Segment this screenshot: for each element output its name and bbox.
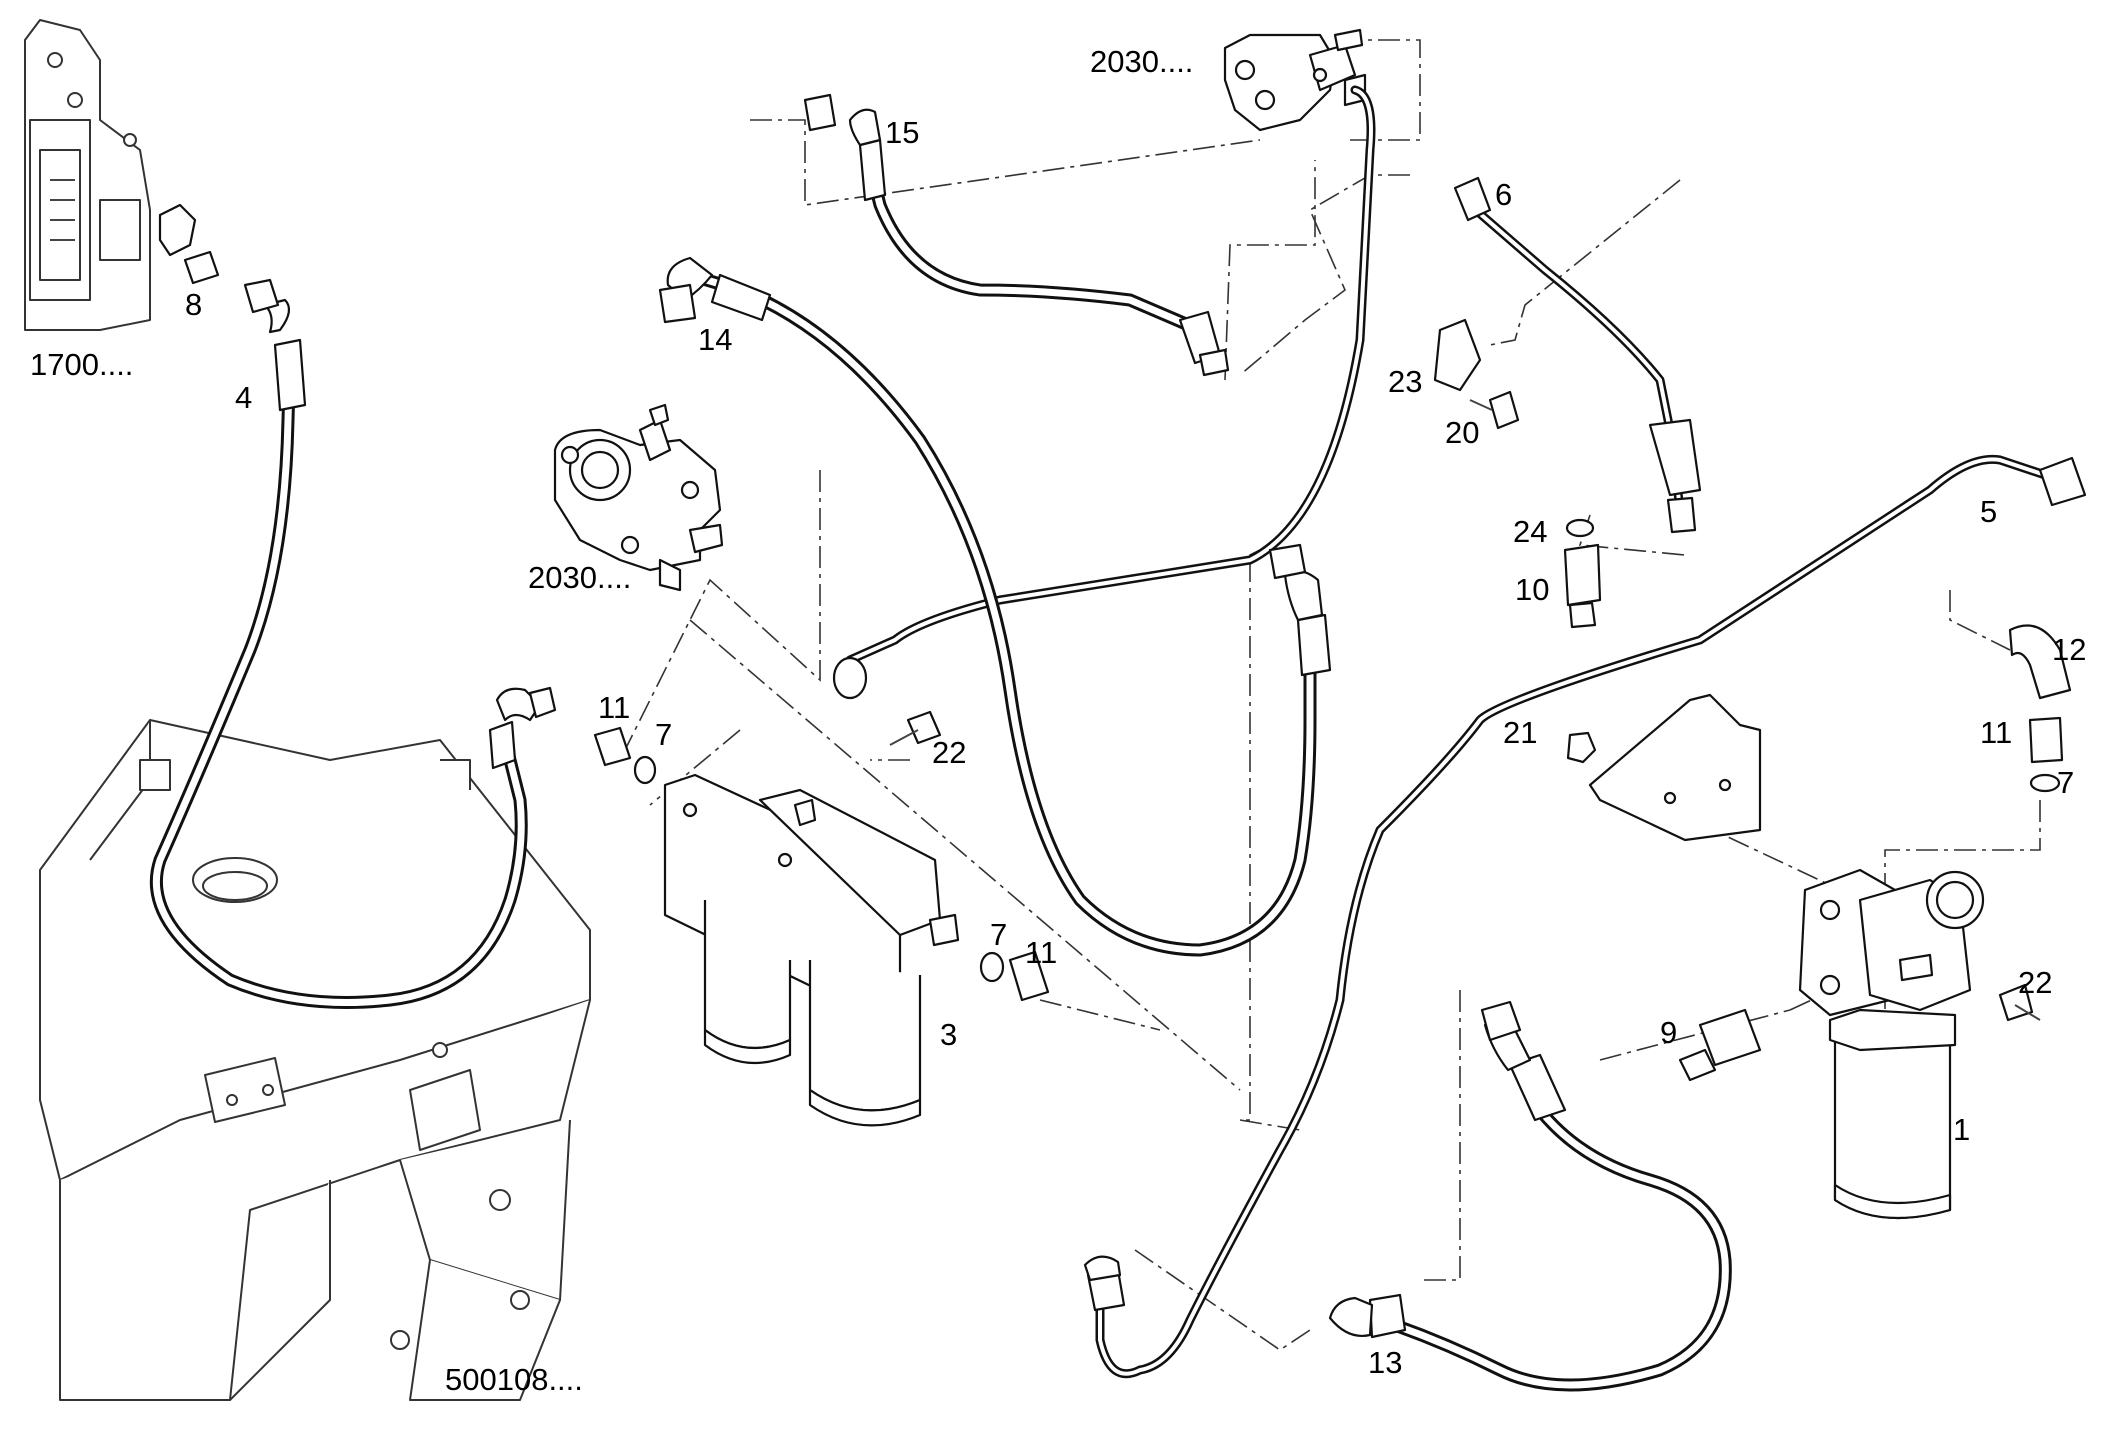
label-part-22-right: 22 (2018, 965, 2052, 1000)
label-part-11-right: 11 (1980, 715, 2012, 750)
hose-14 (658, 256, 1332, 957)
label-part-21: 21 (1503, 715, 1537, 750)
engine-component (24, 19, 197, 331)
label-part-7-left: 7 (655, 717, 672, 752)
label-part-22-middle: 22 (932, 735, 966, 770)
label-part-3: 3 (940, 1017, 957, 1052)
label-part-20: 20 (1445, 415, 1479, 450)
label-part-23: 23 (1388, 364, 1422, 399)
injection-pump-middle (553, 403, 724, 592)
label-part-11-middle: 11 (1025, 935, 1057, 970)
label-part-14: 14 (698, 322, 732, 357)
label-part-7-right: 7 (2057, 765, 2074, 800)
pipe-6 (1453, 176, 1702, 534)
callout-labels: 1700.... 2030.... 2030.... 500108.... 1 … (30, 44, 2086, 1397)
label-part-11-left: 11 (598, 690, 630, 725)
label-part-6: 6 (1495, 177, 1512, 212)
hose-4 (149, 278, 557, 1009)
label-ref-2030-middle: 2030.... (528, 560, 631, 595)
filter-1 (1798, 868, 1985, 1220)
hose-15 (803, 93, 1230, 377)
label-part-9: 9 (1660, 1015, 1677, 1050)
label-part-7-middle: 7 (990, 917, 1007, 952)
pipe-5 (1083, 454, 2087, 1379)
injection-pump-top (1223, 28, 1367, 132)
label-ref-1700: 1700.... (30, 347, 133, 382)
fittings (183, 250, 2072, 1082)
label-part-24: 24 (1513, 514, 1547, 549)
label-part-13: 13 (1368, 1345, 1402, 1380)
label-part-12: 12 (2052, 632, 2086, 667)
return-line (832, 85, 1376, 700)
hose-13 (1328, 1000, 1732, 1392)
label-part-1: 1 (1953, 1112, 1970, 1147)
label-part-4: 4 (235, 380, 252, 415)
chassis-frame (39, 719, 591, 1401)
filter-assembly-3 (663, 773, 960, 1127)
label-ref-2030-top: 2030.... (1090, 44, 1193, 79)
bracket-21 (1588, 693, 1762, 842)
label-ref-500108: 500108.... (445, 1362, 583, 1397)
label-part-8: 8 (185, 287, 202, 322)
leader-lines (619, 39, 2041, 1351)
label-part-5: 5 (1980, 494, 1997, 529)
label-part-10: 10 (1515, 572, 1549, 607)
label-part-15: 15 (885, 115, 919, 150)
